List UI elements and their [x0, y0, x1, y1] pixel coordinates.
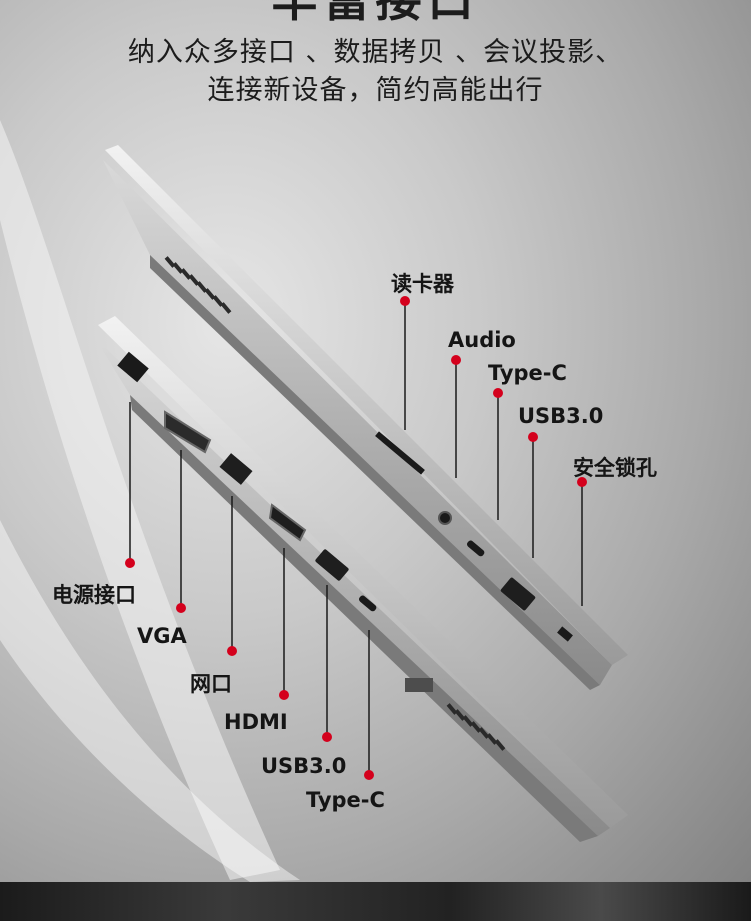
- type-c-port: [466, 540, 485, 557]
- vga-port: [164, 410, 212, 454]
- subtitle-line-1: 纳入众多接口 、数据拷贝 、会议投影、: [127, 37, 624, 68]
- label-power: 电源接口: [52, 583, 136, 607]
- label-usb3-right: USB3.0: [518, 404, 604, 428]
- audio-jack: [438, 511, 452, 525]
- callout-dot: [364, 770, 374, 780]
- label-lock: 安全锁孔: [573, 456, 657, 480]
- light-swoosh: [0, 120, 280, 880]
- label-card-reader: 读卡器: [391, 272, 454, 296]
- ethernet-port: [219, 453, 253, 485]
- callout-leaders-left: [125, 402, 374, 780]
- hdmi-port: [268, 503, 307, 542]
- callout-dot: [400, 296, 410, 306]
- callout-dot: [125, 558, 135, 568]
- usb3-port: [500, 577, 536, 611]
- vent-grille: [164, 256, 232, 314]
- callout-dot: [451, 355, 461, 365]
- label-ethernet: 网口: [190, 672, 232, 696]
- callout-dot: [528, 432, 538, 442]
- callout-dot: [577, 477, 587, 487]
- light-swoosh: [0, 520, 300, 882]
- hinge-foot: [405, 678, 433, 692]
- callout-dot: [176, 603, 186, 613]
- callout-dot: [227, 646, 237, 656]
- label-hdmi: HDMI: [224, 710, 288, 734]
- card-reader-slot: [375, 431, 425, 475]
- bottom-dark-strip: [0, 882, 751, 921]
- laptop-left-side: [95, 316, 628, 842]
- label-usb3-left: USB3.0: [261, 754, 347, 778]
- callout-dot: [279, 690, 289, 700]
- subtitle-line-2: 连接新设备，简约高能出行: [207, 75, 544, 106]
- usb3-port: [315, 549, 349, 581]
- lock-slot: [557, 626, 573, 642]
- label-type-c-right: Type-C: [488, 361, 567, 385]
- power-port: [117, 351, 149, 383]
- section-title: 丰富接口: [271, 0, 480, 27]
- vent-grille: [446, 703, 506, 751]
- type-c-port: [358, 595, 377, 612]
- label-audio: Audio: [448, 328, 516, 352]
- label-vga: VGA: [137, 624, 187, 648]
- laptop-right-side: [103, 145, 628, 690]
- callout-leaders-right: [400, 296, 587, 606]
- callout-dot: [322, 732, 332, 742]
- callout-dot: [493, 388, 503, 398]
- label-type-c-left: Type-C: [306, 788, 385, 812]
